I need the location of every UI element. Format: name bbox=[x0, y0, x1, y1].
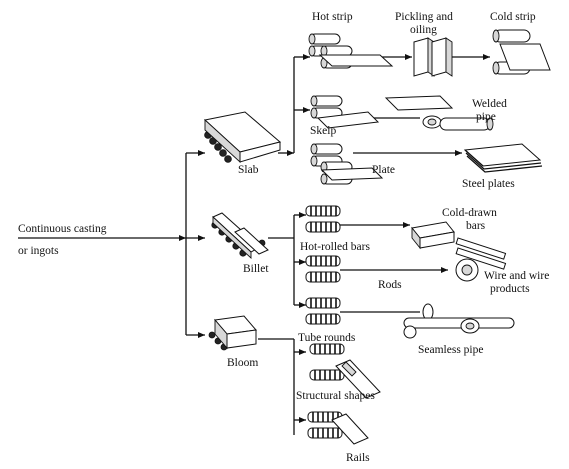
wire-coil-illustration bbox=[455, 258, 479, 282]
slab-illustration bbox=[203, 111, 282, 164]
tube-round-rolls-illustration bbox=[305, 297, 341, 325]
label-tube-rounds: Tube rounds bbox=[298, 332, 356, 344]
welded-pipe-illustration bbox=[384, 95, 494, 131]
label-welded-pipe-line1: Welded bbox=[472, 98, 507, 110]
steel-plates-stack-illustration bbox=[463, 143, 543, 173]
label-slab: Slab bbox=[238, 164, 259, 176]
cold-strip-coil-illustration bbox=[492, 29, 551, 75]
label-pickling-line1: Pickling and bbox=[395, 11, 453, 23]
label-seamless-pipe: Seamless pipe bbox=[418, 344, 483, 356]
label-welded-pipe-line2: pipe bbox=[476, 111, 496, 123]
structural-shapes-illustration bbox=[309, 343, 381, 399]
label-input-line2: or ingots bbox=[18, 245, 59, 257]
label-bloom: Bloom bbox=[227, 357, 258, 369]
label-rails: Rails bbox=[346, 452, 370, 464]
label-structural-shapes: Structural shapes bbox=[296, 390, 375, 402]
label-pickling-line2: oiling bbox=[410, 24, 437, 36]
bloom-illustration bbox=[208, 315, 257, 351]
label-hot-strip: Hot strip bbox=[312, 11, 353, 23]
label-steel-plates: Steel plates bbox=[462, 178, 515, 190]
label-hot-rolled-bars: Hot-rolled bars bbox=[300, 241, 370, 253]
rails-illustration bbox=[307, 411, 369, 445]
hot-rolled-bar-rolls-illustration bbox=[305, 205, 341, 233]
seamless-pipe-illustration bbox=[403, 303, 515, 339]
label-input-line1: Continuous casting bbox=[18, 223, 107, 235]
label-cold-drawn-line1: Cold-drawn bbox=[442, 207, 497, 219]
label-rods: Rods bbox=[378, 279, 402, 291]
diagram-labels: Continuous casting or ingots Slab Billet… bbox=[18, 11, 549, 464]
cold-drawn-bars-illustration bbox=[411, 221, 507, 270]
billet-illustration bbox=[211, 212, 269, 260]
label-wire-line2: products bbox=[490, 283, 530, 295]
label-plate: Plate bbox=[372, 164, 395, 176]
hot-strip-mill-illustration bbox=[308, 33, 394, 69]
label-skelp: Skelp bbox=[310, 125, 336, 137]
label-cold-strip: Cold strip bbox=[490, 11, 536, 23]
pickling-tanks-illustration bbox=[413, 37, 453, 77]
label-wire-line1: Wire and wire bbox=[484, 270, 549, 282]
flow-lines bbox=[18, 54, 490, 435]
rod-rolls-illustration bbox=[305, 255, 341, 283]
label-billet: Billet bbox=[243, 263, 269, 275]
plate-mill-illustration bbox=[310, 143, 384, 185]
label-cold-drawn-line2: bars bbox=[466, 220, 486, 232]
skelp-mill-illustration bbox=[310, 95, 380, 129]
